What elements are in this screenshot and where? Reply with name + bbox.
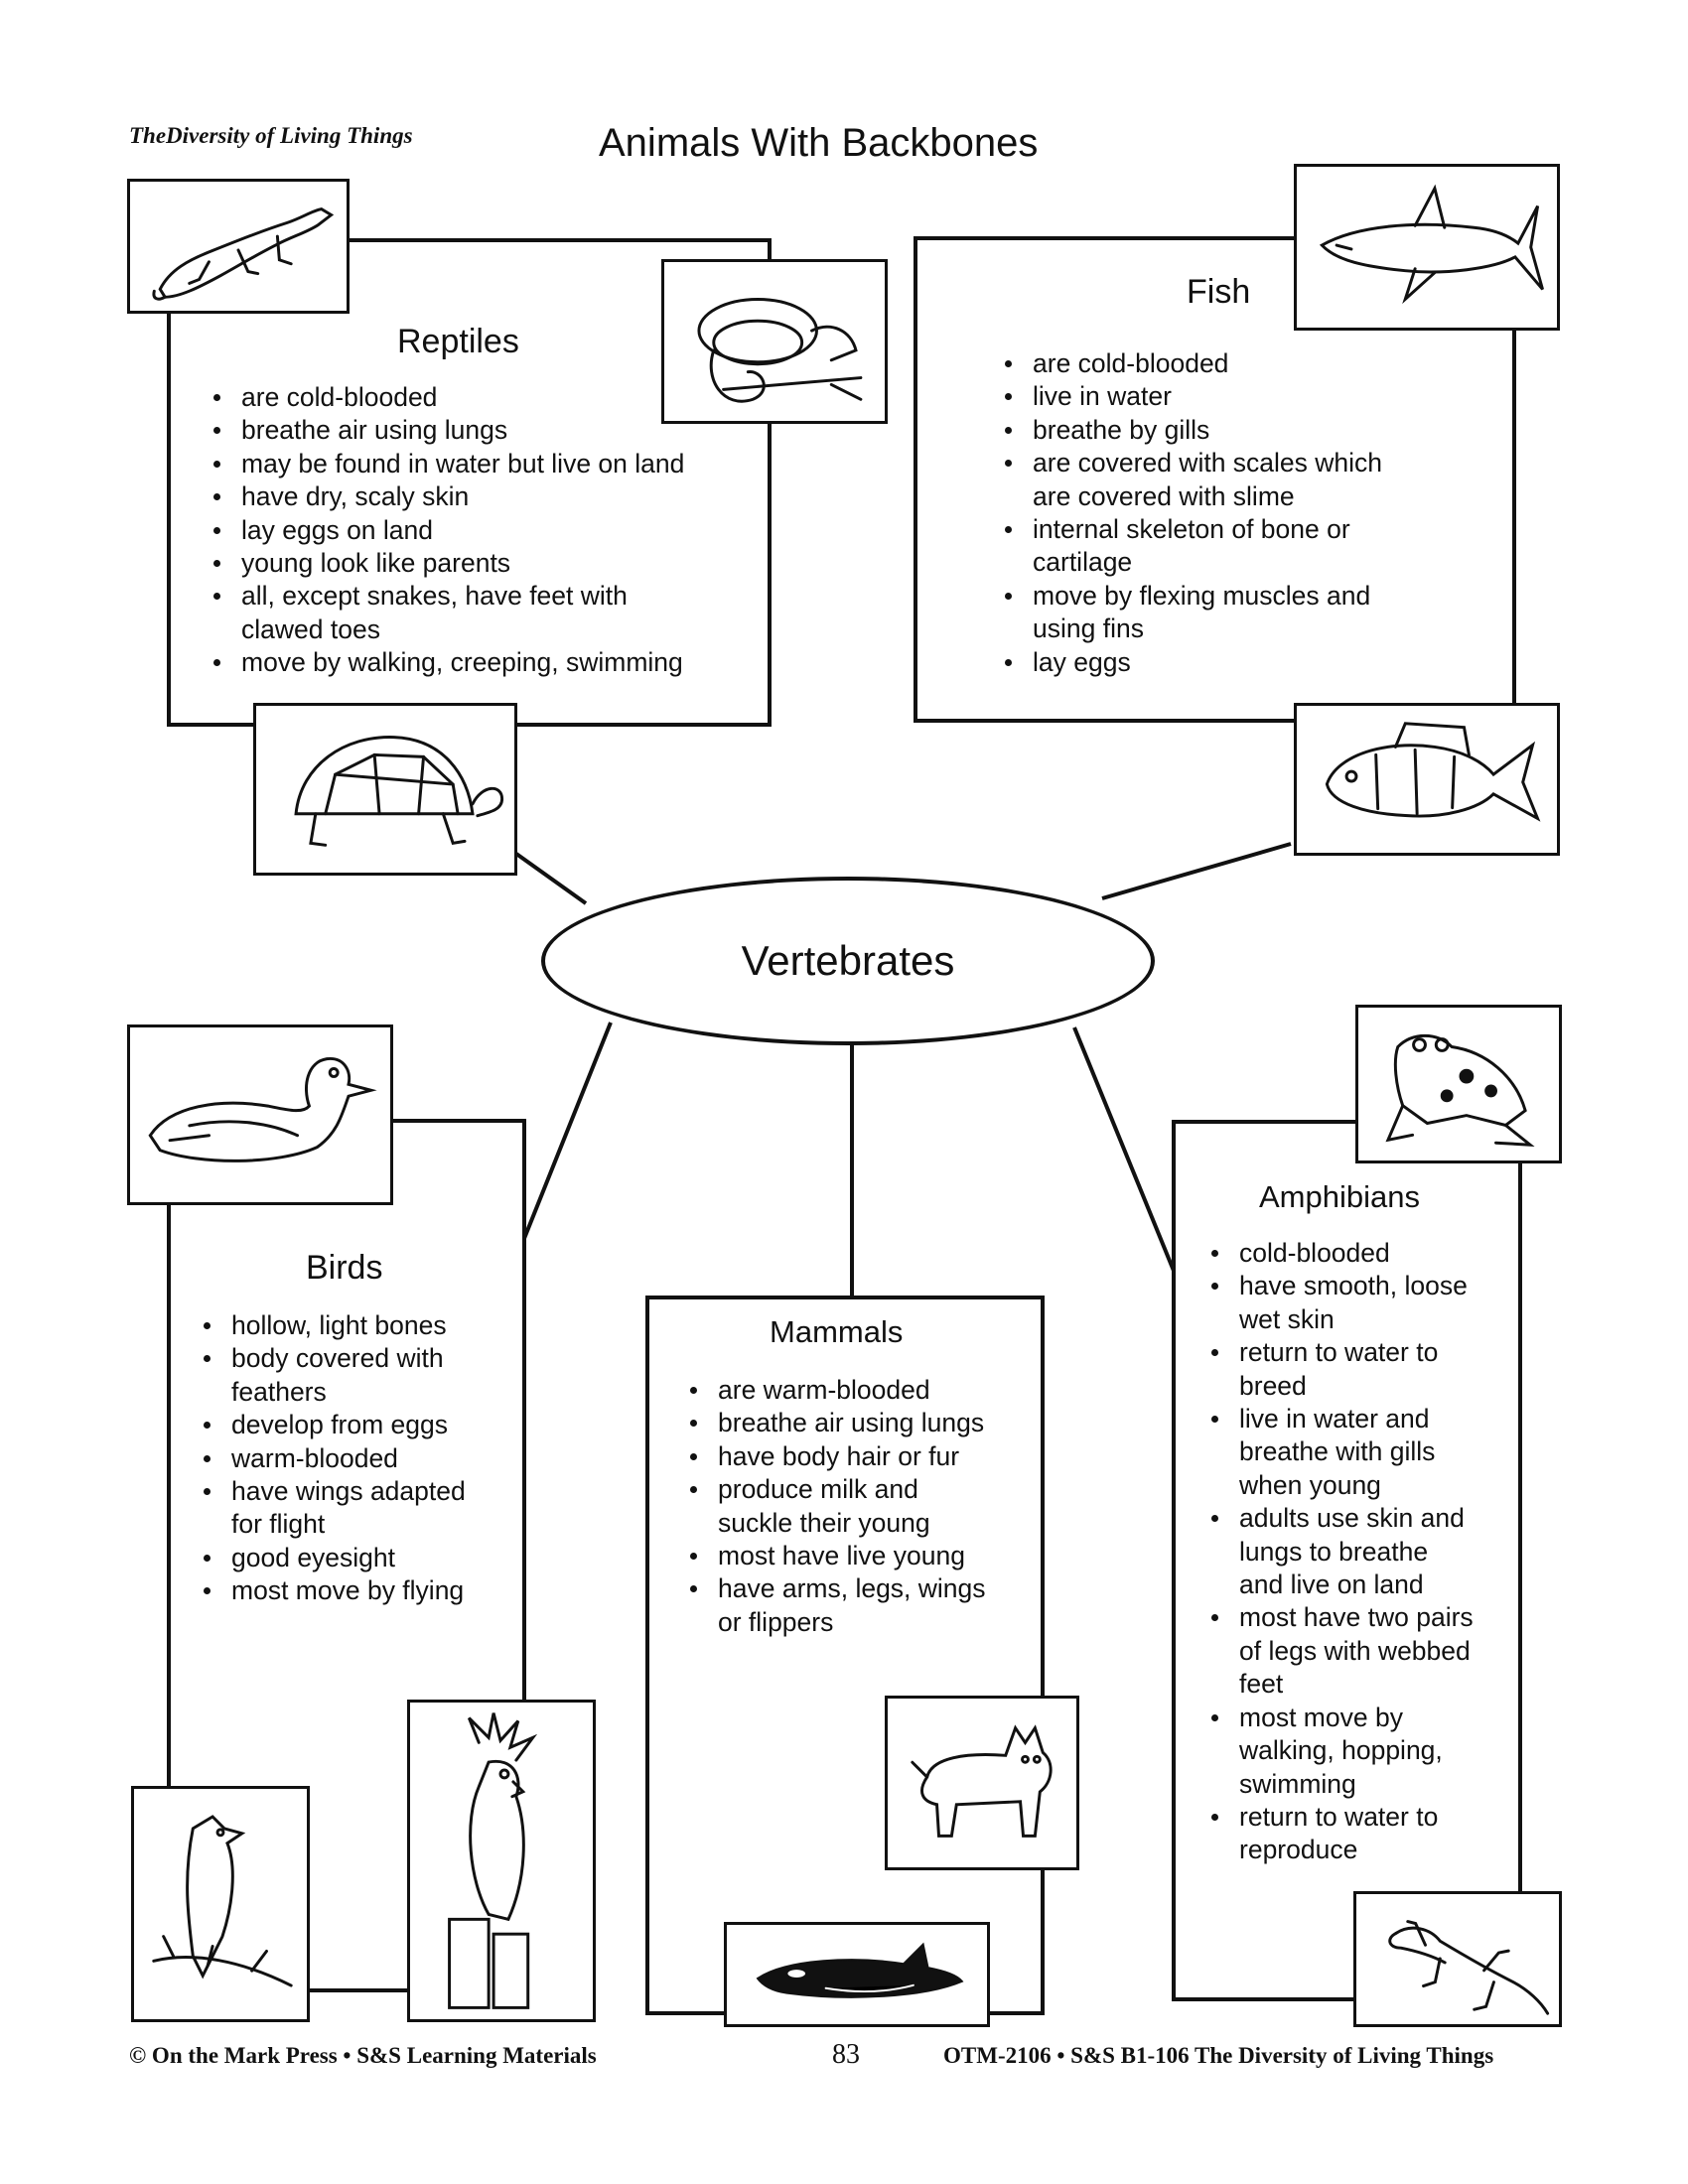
list-item-continuation: for flight <box>231 1509 326 1540</box>
list-item-continuation: swimming <box>1239 1768 1356 1799</box>
list-item: live in water and <box>1209 1403 1474 1435</box>
list-item: have body hair or fur <box>688 1440 986 1473</box>
frog-icon <box>1355 1005 1562 1163</box>
list-item: lay eggs on land <box>211 514 684 547</box>
list-item: move by flexing muscles and <box>1003 580 1382 613</box>
page-title: Animals With Backbones <box>599 121 1039 165</box>
list-item-continuation: breathe with gills <box>1239 1436 1436 1467</box>
list-item: are cold-blooded <box>211 381 684 414</box>
salamander-icon <box>1353 1891 1562 2027</box>
list-item: adults use skin and <box>1209 1502 1474 1535</box>
list-item: have wings adapted <box>202 1475 466 1508</box>
mammals-facts: are warm-blooded breathe air using lungs… <box>688 1374 986 1639</box>
list-item-continuation: clawed toes <box>241 614 380 644</box>
list-item: have dry, scaly skin <box>211 480 684 513</box>
list-item-continuation: feet <box>1239 1669 1284 1700</box>
amphibians-box <box>1172 1120 1522 2001</box>
list-item: are cold-blooded <box>1003 347 1382 380</box>
list-item: hollow, light bones <box>202 1309 466 1342</box>
list-item: have smooth, loose <box>1209 1270 1474 1302</box>
snake-icon <box>661 259 888 424</box>
list-item-continuation: and live on land <box>1239 1570 1424 1600</box>
list-item: young look like parents <box>211 547 684 580</box>
list-item-continuation: cartilage <box>1033 547 1133 578</box>
list-item: most have live young <box>688 1540 986 1572</box>
list-item: lay eggs <box>1003 646 1382 679</box>
dog-icon <box>885 1696 1079 1870</box>
list-item: clawed toes <box>211 614 684 646</box>
list-item: breathe air using lungs <box>688 1407 986 1439</box>
fish-title: Fish <box>1187 273 1251 311</box>
list-item-continuation: using fins <box>1033 614 1144 644</box>
list-item: internal skeleton of bone or <box>1003 513 1382 546</box>
footer-publisher: © On the Mark Press • S&S Learning Mater… <box>129 2043 597 2068</box>
list-item-continuation: wet skin <box>1239 1303 1335 1334</box>
list-item: breathe by gills <box>1003 414 1382 447</box>
list-item-continuation: lungs to breathe <box>1239 1536 1429 1567</box>
amphibians-facts: cold-blooded have smooth, loose wet skin… <box>1209 1237 1474 1867</box>
list-item: most move by <box>1209 1702 1474 1734</box>
list-item-continuation: of legs with webbed <box>1239 1635 1471 1666</box>
list-item: are warm-blooded <box>688 1374 986 1407</box>
list-item: good eyesight <box>202 1542 466 1574</box>
list-item: most have two pairs <box>1209 1601 1474 1634</box>
list-item-continuation: are covered with slime <box>1033 480 1295 511</box>
perch-icon <box>1294 703 1560 856</box>
list-item-continuation: walking, hopping, <box>1239 1735 1443 1766</box>
list-item-continuation: or flippers <box>718 1606 834 1637</box>
list-item: warm-blooded <box>202 1442 466 1475</box>
list-item: cold-blooded <box>1209 1237 1474 1270</box>
duck-icon <box>127 1024 393 1205</box>
footer-product-code: OTM-2106 • S&S B1-106 The Diversity of L… <box>943 2043 1494 2068</box>
series-label: TheDiversity of Living Things <box>129 123 413 148</box>
list-item: may be found in water but live on land <box>211 448 684 480</box>
list-item: live in water <box>1003 380 1382 413</box>
list-item: return to water to <box>1209 1336 1474 1369</box>
list-item-continuation: reproduce <box>1239 1835 1358 1865</box>
fish-facts: are cold-blooded live in water breathe b… <box>1003 347 1382 679</box>
list-item: produce milk and <box>688 1473 986 1506</box>
birds-facts: hollow, light bones body covered with fe… <box>202 1309 466 1608</box>
list-item: have arms, legs, wings <box>688 1572 986 1605</box>
orca-icon <box>724 1922 990 2027</box>
vertebrates-label: Vertebrates <box>741 937 955 984</box>
reptiles-title: Reptiles <box>397 323 519 360</box>
birds-title: Birds <box>306 1249 383 1287</box>
list-item: body covered with <box>202 1342 466 1375</box>
reptiles-facts: are cold-blooded breathe air using lungs… <box>211 381 684 680</box>
cardinal-icon <box>131 1786 310 2022</box>
list-item-continuation: breed <box>1239 1370 1307 1401</box>
lizard-icon <box>127 179 350 314</box>
list-item: most move by flying <box>202 1574 466 1607</box>
list-item: return to water to <box>1209 1801 1474 1834</box>
shark-icon <box>1294 164 1560 331</box>
list-item: move by walking, creeping, swimming <box>211 646 684 679</box>
list-item: are covered with scales which <box>1003 447 1382 479</box>
list-item: all, except snakes, have feet with <box>211 580 684 613</box>
list-item: breathe air using lungs <box>211 414 684 447</box>
list-item-continuation: suckle their young <box>718 1507 930 1538</box>
mammals-title: Mammals <box>770 1314 904 1349</box>
list-item-continuation: when young <box>1239 1469 1381 1500</box>
cockatoo-icon <box>407 1700 596 2022</box>
vertebrates-ellipse: Vertebrates <box>541 877 1155 1045</box>
list-item: develop from eggs <box>202 1409 466 1441</box>
page-number: 83 <box>832 2039 860 2070</box>
list-item-continuation: feathers <box>231 1376 327 1407</box>
amphibians-title: Amphibians <box>1259 1179 1420 1214</box>
turtle-icon <box>253 703 517 876</box>
